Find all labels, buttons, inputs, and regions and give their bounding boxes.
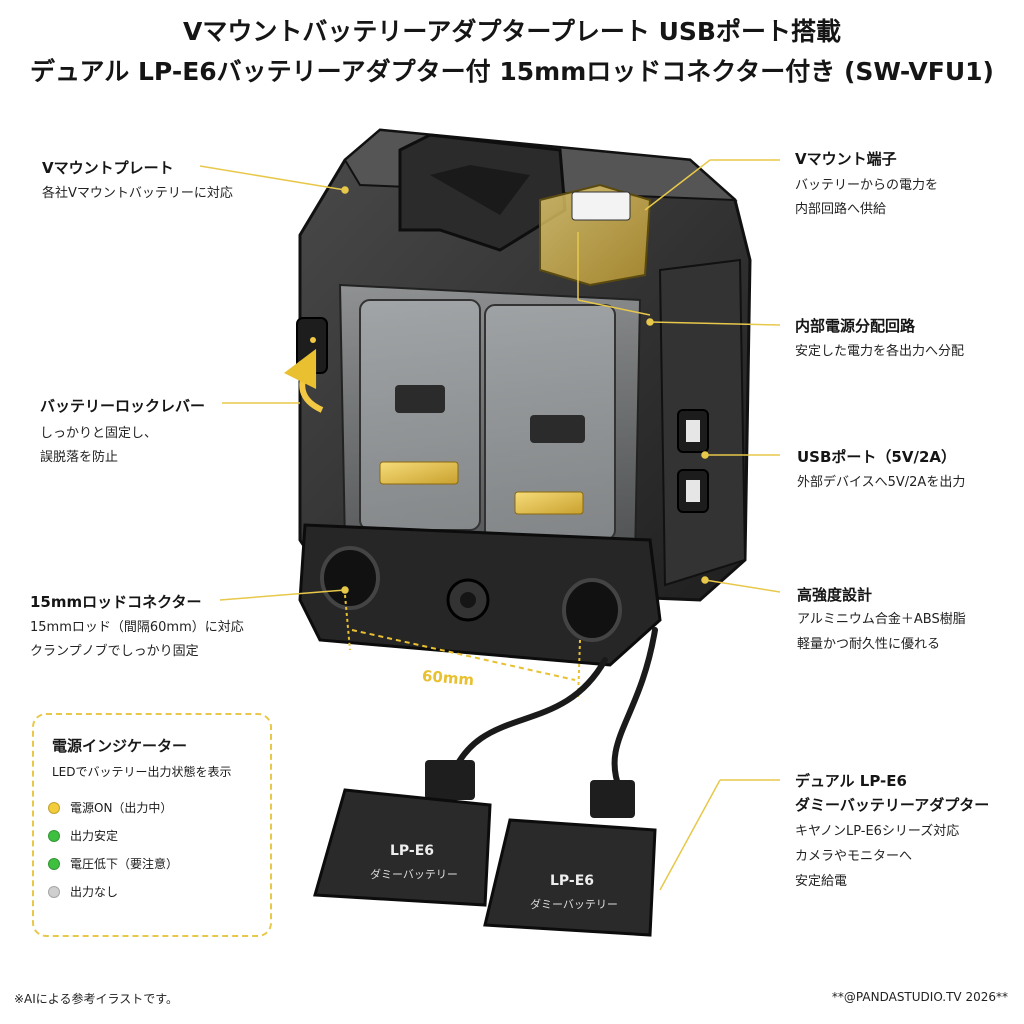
- dummy-battery-desc-3: 安定給電: [795, 874, 848, 889]
- footer-credit: **@PANDASTUDIO.TV 2026**: [831, 990, 1008, 1004]
- durability-desc-2: 軽量かつ耐久性に優れる: [797, 637, 941, 652]
- rod-connector-desc-2: クランプノブでしっかり固定: [30, 644, 199, 659]
- legend-title: 電源インジケーター: [52, 737, 188, 755]
- usb-ports: [677, 409, 709, 513]
- footer-note: ※AIによる参考イラストです。: [14, 992, 179, 1006]
- legend-desc: LEDでバッテリー出力状態を表示: [52, 765, 232, 779]
- title-line-1: Vマウントバッテリーアダプタープレート USBポート搭載: [183, 17, 841, 46]
- dummy-battery-desc-2: カメラやモニターへ: [795, 849, 913, 864]
- vmount-terminal-desc-2: 内部回路へ供給: [795, 202, 887, 217]
- top-handle: [398, 133, 567, 252]
- durability-desc-1: アルミニウム合金＋ABS樹脂: [797, 612, 966, 627]
- adapter-left-sub-label: ダミーバッテリー: [370, 867, 458, 881]
- cables: [447, 627, 658, 793]
- lp-e6-adapter-right: LP-E6 ダミーバッテリー: [483, 780, 657, 937]
- rod-clamp: [298, 523, 662, 667]
- power-indicator-legend: 電源インジケーター LEDでバッテリー出力状態を表示 電源ON（出力中） 出力安…: [32, 713, 272, 937]
- durability-heading: 高強度設計: [797, 586, 873, 604]
- rod-connector-desc-1: 15mmロッド（間隔60mm）に対応: [30, 620, 244, 635]
- legend-item: 出力安定: [48, 827, 118, 844]
- dummy-battery-heading-2: ダミーバッテリーアダプター: [795, 796, 990, 814]
- lock-lever-desc-2: 誤脱落を防止: [40, 450, 119, 465]
- lock-lever-heading: バッテリーロックレバー: [40, 397, 206, 415]
- title-line-2: デュアル LP-E6バッテリーアダプター付 15mmロッドコネクター付き (SW…: [30, 57, 994, 86]
- transparent-window: [338, 283, 642, 562]
- adapter-right-sub-label: ダミーバッテリー: [530, 897, 618, 911]
- adapter-left-model-label: LP-E6: [390, 843, 434, 859]
- legend-item-label: 出力なし: [70, 885, 119, 899]
- legend-item: 出力なし: [48, 883, 118, 900]
- legend-item-label: 出力安定: [70, 829, 119, 843]
- status-dot-icon: [48, 885, 60, 898]
- lock-lever: [283, 317, 328, 413]
- lock-lever-desc-1: しっかりと固定し、: [40, 426, 158, 441]
- legend-item: 電源ON（出力中）: [48, 799, 172, 816]
- power-circuit-desc: 安定した電力を各出力へ分配: [795, 344, 965, 359]
- lp-e6-adapter-left: LP-E6 ダミーバッテリー: [313, 760, 492, 907]
- usb-port-desc: 外部デバイスへ5V/2Aを出力: [797, 475, 966, 490]
- vmount-plate-desc: 各社Vマウントバッテリーに対応: [42, 186, 233, 201]
- dummy-battery-heading-1: デュアル LP-E6: [795, 772, 907, 790]
- dummy-battery-desc-1: キヤノンLP-E6シリーズ対応: [795, 824, 960, 839]
- leader-lines: [199, 159, 781, 891]
- legend-item: 電圧低下（要注意）: [48, 855, 178, 872]
- vmount-plate-heading: Vマウントプレート: [42, 159, 174, 177]
- vmount-terminal: [539, 183, 652, 287]
- legend-item-label: 電圧低下（要注意）: [70, 857, 179, 871]
- power-circuit-heading: 内部電源分配回路: [795, 317, 916, 335]
- status-dot-icon: [48, 857, 60, 870]
- legend-item-label: 電源ON（出力中）: [70, 801, 173, 815]
- status-dot-icon: [48, 829, 60, 842]
- adapter-right-model-label: LP-E6: [550, 873, 594, 889]
- vmount-terminal-heading: Vマウント端子: [795, 150, 897, 168]
- status-dot-icon: [48, 801, 60, 814]
- usb-port-heading: USBポート（5V/2A）: [797, 448, 956, 466]
- vmount-terminal-desc-1: バッテリーからの電力を: [795, 178, 939, 193]
- rod-connector-heading: 15mmロッドコネクター: [30, 593, 202, 611]
